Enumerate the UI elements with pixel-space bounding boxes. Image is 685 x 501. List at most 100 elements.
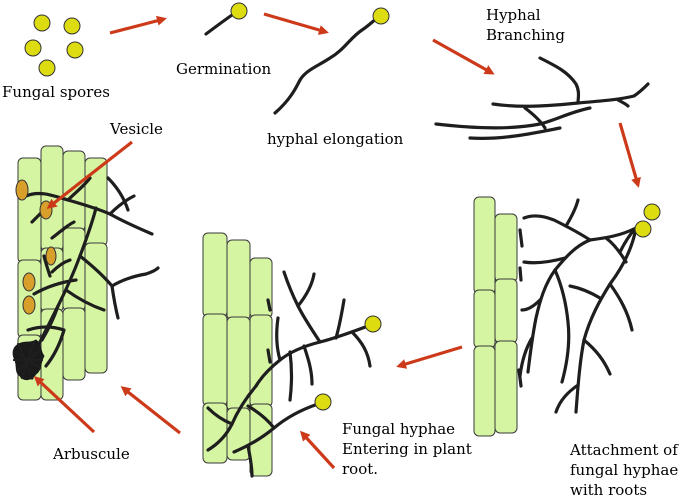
hyphal-branch	[616, 98, 630, 108]
spore	[643, 203, 661, 221]
hyphal-elongation-group	[273, 7, 390, 115]
hypha	[254, 324, 370, 388]
vesicle	[22, 272, 36, 292]
root-cell	[62, 307, 86, 381]
hypha	[66, 176, 92, 202]
hypha	[564, 198, 580, 228]
hyphal-branching-group	[434, 56, 650, 140]
label-hyphal-branching-line2: Branching	[486, 26, 565, 44]
root-cell	[494, 278, 518, 344]
vesicle	[15, 179, 29, 201]
arrow-attachment-to-entering	[396, 345, 463, 369]
hypha	[302, 344, 314, 386]
hyphal-branch	[523, 106, 547, 130]
root-cell	[202, 232, 228, 318]
spore	[634, 220, 652, 238]
hypha	[275, 316, 282, 362]
label-germination: Germination	[176, 60, 272, 78]
fungal-spores-group	[24, 14, 84, 77]
spore	[66, 41, 84, 59]
root-cell	[494, 213, 518, 283]
hypha	[110, 284, 120, 320]
root-attachment-group	[473, 196, 661, 437]
arrow-germination-to-elongation	[263, 12, 329, 35]
hypha	[26, 325, 66, 368]
hyphal-branch	[538, 56, 581, 105]
spore	[63, 17, 81, 35]
appressorium	[266, 298, 272, 364]
spore	[230, 2, 248, 20]
spore	[364, 315, 382, 333]
label-attachment-line1: Attachment of	[569, 441, 679, 459]
elongating-hypha	[273, 17, 378, 115]
root-cell	[226, 239, 251, 321]
hypha	[206, 406, 234, 426]
germ-tube	[204, 13, 234, 36]
hypha	[246, 444, 254, 478]
label-entering-line3: root.	[342, 460, 378, 478]
root-cell	[473, 345, 496, 437]
vesicle	[45, 246, 57, 266]
hypha	[522, 256, 567, 265]
vesicle	[39, 200, 53, 220]
hypha	[42, 254, 52, 278]
hypha	[50, 220, 76, 240]
label-attachment-line2: fungal hyphae	[570, 461, 678, 479]
hypha	[608, 282, 634, 332]
label-vesicle: Vesicle	[109, 120, 163, 138]
root-cell	[202, 313, 228, 407]
arrow-entering-pointer	[299, 430, 336, 470]
hypha	[604, 236, 628, 264]
hypha	[78, 254, 160, 288]
hypha	[64, 288, 106, 312]
hypha	[350, 330, 372, 368]
hypha	[574, 226, 638, 414]
root-cell	[202, 402, 228, 464]
label-entering-line2: Entering in plant	[342, 440, 472, 458]
vesicle	[22, 295, 36, 315]
hypha	[522, 214, 592, 242]
arbuscule-structure	[12, 339, 45, 381]
root-cell	[249, 403, 273, 477]
hyphal-branch	[434, 106, 592, 130]
hypha	[288, 350, 294, 402]
label-hyphal-branching-line1: Hyphal	[486, 6, 541, 24]
germination-group	[204, 2, 248, 36]
hypha	[553, 268, 571, 384]
hypha	[108, 212, 154, 236]
root-cell	[226, 407, 251, 461]
spore	[372, 7, 390, 25]
label-entering-line1: Fungal hyphae	[342, 420, 455, 438]
label-fungal-spores: Fungal spores	[2, 83, 110, 101]
label-attachment-line3: with roots	[570, 481, 647, 499]
root-cell	[473, 196, 496, 295]
label-arbuscule: Arbuscule	[52, 445, 130, 463]
root-cell	[17, 157, 42, 264]
appressorium	[517, 228, 524, 388]
root-entering-group	[202, 232, 382, 478]
hypha	[40, 304, 60, 342]
spore	[38, 59, 56, 77]
spore	[314, 393, 332, 411]
hypha	[32, 278, 78, 296]
hypha	[582, 338, 612, 376]
arrow-spores-to-germination	[109, 15, 167, 35]
hypha	[554, 383, 580, 414]
hypha	[334, 298, 346, 340]
arrow-branching-to-attachment	[618, 122, 641, 188]
arrow-arbuscule-pointer	[33, 375, 96, 434]
hypha	[246, 404, 276, 430]
label-hyphal-elongation: hyphal elongation	[267, 130, 404, 148]
hypha	[50, 258, 72, 274]
hyphal-branch	[468, 126, 562, 140]
hypha	[520, 298, 542, 312]
arrow-vesicle-pointer	[46, 140, 133, 209]
hypha	[282, 270, 322, 344]
root-cell	[473, 289, 496, 349]
root-cell	[62, 150, 86, 232]
hypha	[106, 176, 130, 212]
spore	[24, 39, 42, 57]
hypha	[568, 284, 602, 300]
